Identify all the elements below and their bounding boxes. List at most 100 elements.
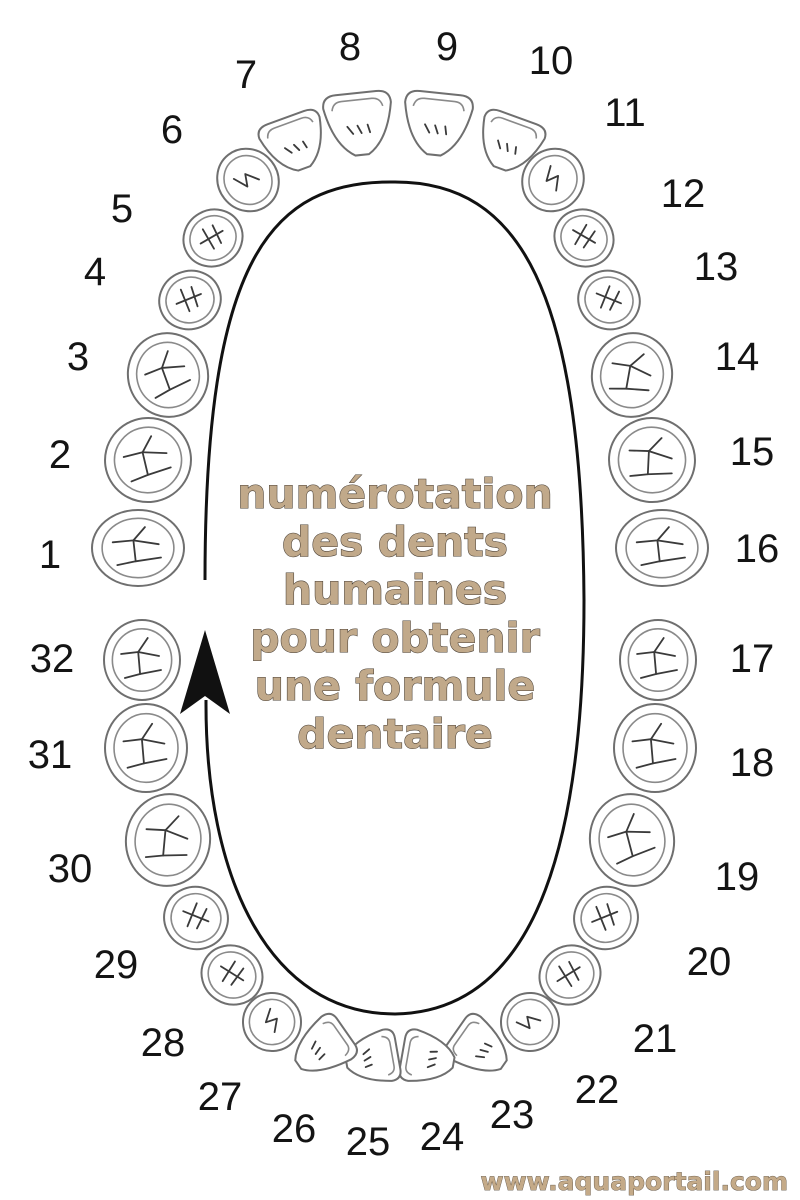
tooth-5-groove-2 xyxy=(201,228,215,250)
tooth-11 xyxy=(521,147,585,213)
tooth-26 xyxy=(294,1012,358,1072)
tooth-30-groove-3 xyxy=(162,854,188,857)
tooth-number-28: 28 xyxy=(141,1021,186,1065)
tooth-19-groove-3 xyxy=(631,846,656,858)
tooth-23-groove-3 xyxy=(484,1042,493,1048)
tooth-6-outline xyxy=(216,147,280,213)
tooth-16 xyxy=(615,509,709,587)
tooth-10-groove-2 xyxy=(506,142,509,153)
tooth-13-crown xyxy=(584,276,634,324)
tooth-4-groove-2 xyxy=(179,288,191,313)
tooth-13-groove-3 xyxy=(609,290,620,311)
tooth-21 xyxy=(538,944,602,1006)
tooth-25-groove-3 xyxy=(364,1063,373,1068)
tooth-1 xyxy=(91,509,185,587)
tooth-3 xyxy=(126,332,210,418)
tooth-24-groove-1 xyxy=(426,1063,436,1069)
tooth-24-groove-3 xyxy=(429,1050,438,1053)
tooth-29 xyxy=(163,885,229,951)
tooth-25-groove-2 xyxy=(363,1056,372,1062)
tooth-12-groove-2 xyxy=(574,223,588,246)
tooth-8-outline xyxy=(322,89,392,157)
tooth-number-9: 9 xyxy=(436,25,458,69)
tooth-number-11: 11 xyxy=(604,91,646,135)
tooth-21-groove-3 xyxy=(568,960,580,981)
tooth-17-crown xyxy=(627,627,689,693)
tooth-20-crown xyxy=(580,892,632,944)
caption-line-5: une formule xyxy=(255,662,535,710)
caption-line-4: pour obtenir xyxy=(250,614,540,662)
tooth-9-edge xyxy=(412,97,465,112)
tooth-10-groove-1 xyxy=(497,139,502,150)
tooth-number-6: 6 xyxy=(161,108,183,152)
tooth-13-groove-1 xyxy=(595,292,622,305)
tooth-number-1: 1 xyxy=(39,533,61,577)
tooth-12-groove-1 xyxy=(572,229,596,244)
tooth-number-31: 31 xyxy=(28,733,73,777)
tooth-32-groove-3 xyxy=(139,669,162,675)
tooth-26-groove-3 xyxy=(318,1053,326,1061)
tooth-19-crown xyxy=(598,803,666,877)
tooth-21-crown xyxy=(545,951,595,999)
tooth-20-outline xyxy=(573,885,639,951)
tooth-26-groove-2 xyxy=(314,1046,321,1055)
tooth-14-groove-4 xyxy=(629,364,652,377)
tooth-27-crown xyxy=(248,998,296,1046)
tooth-19-outline xyxy=(588,793,676,887)
tooth-18-groove-4 xyxy=(650,738,675,745)
caption: numérotation des dents humaines pour obt… xyxy=(237,469,554,758)
tooth-28-outline xyxy=(200,944,264,1006)
tooth-13 xyxy=(577,269,641,331)
tooth-6 xyxy=(216,147,280,213)
tooth-2-crown xyxy=(113,426,183,494)
tooth-19-groove-4 xyxy=(625,830,651,834)
tooth-28-groove-3 xyxy=(230,967,245,986)
tooth-14-outline xyxy=(590,332,674,418)
tooth-8-groove-2 xyxy=(356,124,363,134)
tooth-22-crown xyxy=(506,998,554,1046)
tooth-24-groove-2 xyxy=(428,1057,437,1061)
tooth-number-22: 22 xyxy=(575,1068,620,1112)
tooth-19 xyxy=(588,793,676,887)
tooth-number-27: 27 xyxy=(198,1075,243,1119)
tooth-26-edge xyxy=(322,1021,350,1057)
tooth-12-groove-3 xyxy=(582,230,596,249)
tooth-number-24: 24 xyxy=(420,1115,465,1159)
tooth-23 xyxy=(444,1012,508,1072)
tooth-number-12: 12 xyxy=(661,172,706,216)
caption-line-1: numérotation xyxy=(237,470,553,518)
tooth-10-outline xyxy=(482,108,547,172)
tooth-number-29: 29 xyxy=(94,943,139,987)
tooth-26-groove-1 xyxy=(310,1040,317,1050)
tooth-14-crown xyxy=(599,341,665,409)
tooth-31-outline xyxy=(104,703,188,793)
tooth-13-groove-2 xyxy=(599,285,611,309)
tooth-number-10: 10 xyxy=(529,39,574,83)
tooth-number-16: 16 xyxy=(735,527,780,571)
tooth-17-groove-3 xyxy=(655,669,678,675)
tooth-7 xyxy=(257,108,322,172)
tooth-17-outline xyxy=(619,619,697,701)
tooth-1-groove-3 xyxy=(134,556,162,563)
tooth-number-15: 15 xyxy=(730,430,775,474)
tooth-3-crown xyxy=(135,341,201,409)
tooth-31-crown xyxy=(113,712,179,784)
tooth-1-groove-4 xyxy=(132,539,160,546)
tooth-7-groove-3 xyxy=(302,140,308,149)
tooth-8 xyxy=(322,89,392,157)
caption-line-3: humaines xyxy=(283,566,507,614)
teeth-group xyxy=(91,89,709,1082)
tooth-28-groove-1 xyxy=(220,965,245,982)
tooth-27 xyxy=(242,992,302,1052)
tooth-8-groove-1 xyxy=(346,125,355,135)
tooth-9-groove-2 xyxy=(434,124,439,135)
tooth-8-groove-3 xyxy=(366,123,372,134)
tooth-23-edge xyxy=(452,1021,480,1057)
tooth-30-groove-4 xyxy=(164,829,189,840)
tooth-9-groove-1 xyxy=(424,123,431,134)
tooth-15-outline xyxy=(608,416,696,504)
tooth-20-groove-2 xyxy=(595,905,607,931)
tooth-8-edge xyxy=(331,97,384,112)
tooth-6-groove-1 xyxy=(232,173,260,188)
